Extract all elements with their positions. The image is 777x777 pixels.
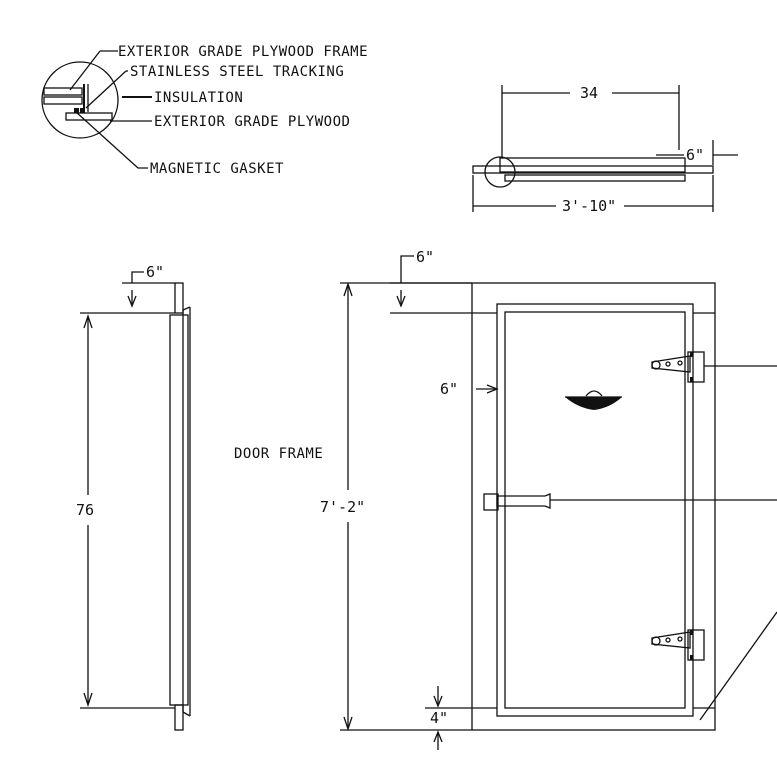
leader-tracking [85, 70, 127, 109]
label-tracking: STAINLESS STEEL TRACKING [130, 64, 344, 80]
door-handle-icon [483, 493, 777, 511]
detail-frame-layer-2 [43, 96, 83, 105]
detail-frame-layer-1 [43, 87, 83, 96]
top-view-panel [504, 174, 686, 182]
front-frame-outer [471, 282, 716, 731]
side-wall-top [174, 282, 184, 314]
top-view-frame [472, 165, 714, 174]
dim-overall-width: 3'-10" [562, 197, 616, 215]
top-view: 34 6" 3'-10" [472, 84, 738, 215]
dim-front-height: 7'-2" [320, 498, 365, 516]
detail-circle [41, 61, 119, 139]
front-leader [699, 611, 777, 721]
leader-gasket [75, 111, 148, 169]
label-door-frame: DOOR FRAME [234, 446, 323, 462]
dim-front-side: 6" [440, 380, 458, 398]
side-door-body [169, 314, 189, 706]
detail-plywood [65, 112, 113, 121]
leader-frame [69, 50, 101, 91]
label-plywood: EXTERIOR GRADE PLYWOOD [154, 114, 350, 130]
label-gasket: MAGNETIC GASKET [150, 161, 284, 177]
front-view: 6" 6" 7'-2" DOOR FRAME 4" [234, 248, 777, 750]
front-door-inner [504, 311, 686, 709]
dim-door-width: 34 [580, 84, 598, 102]
top-view-detail-circle [484, 156, 516, 188]
side-wall-bottom [174, 704, 184, 731]
side-view: 6" 76 [76, 263, 191, 731]
gasket-detail: EXTERIOR GRADE PLYWOOD FRAME STAINLESS S… [41, 44, 368, 177]
thermometer-icon [565, 390, 622, 410]
dim-front-bottom: 4" [430, 709, 448, 727]
bottom-hinge-icon [651, 629, 705, 661]
label-insulation: INSULATION [154, 90, 243, 106]
top-hinge-icon [651, 351, 777, 383]
top-view-door [499, 157, 686, 173]
front-door-outer [496, 303, 694, 717]
label-frame: EXTERIOR GRADE PLYWOOD FRAME [118, 44, 368, 60]
dim-front-top: 6" [416, 248, 434, 266]
dim-frame-width: 6" [686, 146, 704, 164]
dim-side-top: 6" [146, 263, 164, 281]
detail-gasket [74, 108, 79, 113]
dim-side-height: 76 [76, 501, 94, 519]
